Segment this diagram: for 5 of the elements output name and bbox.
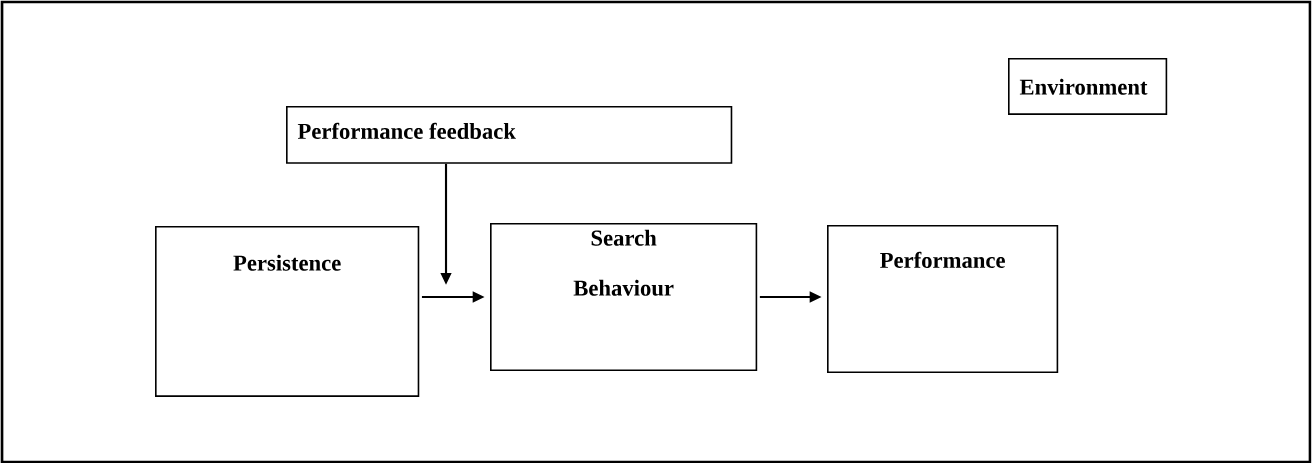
box: Performance feedback: [286, 106, 733, 164]
box: Environment: [1008, 58, 1168, 115]
box: Search Behaviour: [490, 223, 758, 371]
box: Persistence: [155, 226, 420, 397]
box: Performance: [827, 225, 1059, 373]
